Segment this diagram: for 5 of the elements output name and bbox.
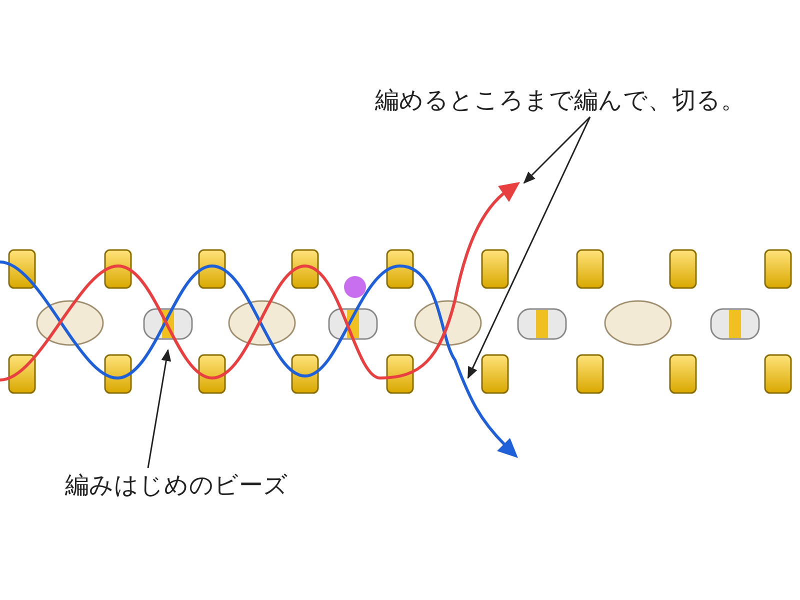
callout-text: 編めるところまで編んで、切る。: [375, 85, 745, 115]
callout-text: 編みはじめのビーズ: [65, 470, 288, 500]
leader-line: [147, 349, 172, 468]
leader-line: [523, 116, 591, 184]
leader-line: [467, 116, 591, 379]
